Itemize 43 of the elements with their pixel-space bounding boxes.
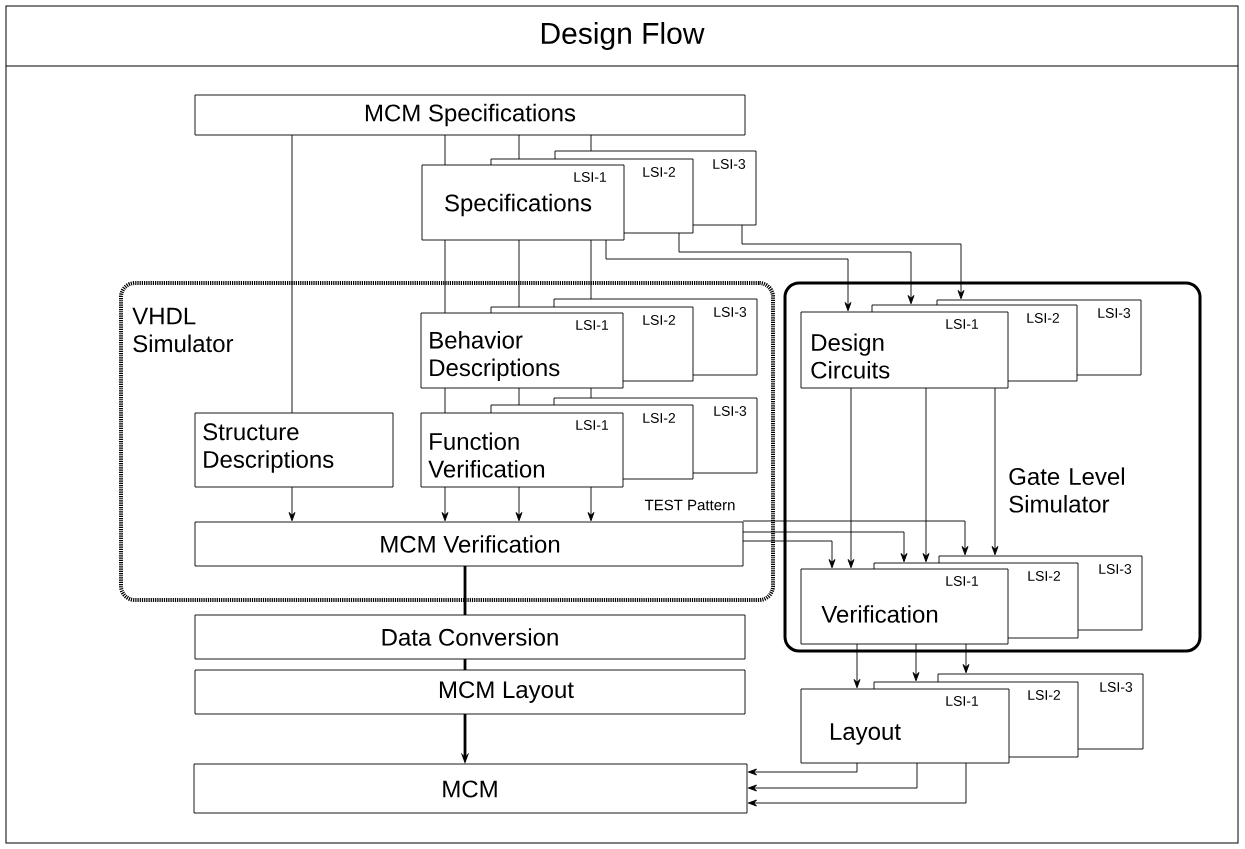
process-box: MCM Verification <box>194 521 744 567</box>
arrow <box>678 232 915 305</box>
arrow <box>847 387 855 569</box>
node-label: LSI-2 <box>1028 571 1061 581</box>
title: Design Flow <box>541 22 705 50</box>
edge-label: TEST Pattern <box>643 498 737 512</box>
arrow <box>515 486 523 522</box>
node-label: Behavior Descriptions <box>430 331 560 381</box>
process-box: MCM Specifications <box>194 94 746 136</box>
arrow <box>741 224 965 300</box>
process-box: Structure Descriptions <box>194 412 394 488</box>
node-label: LSI-2 <box>1028 690 1061 700</box>
arrow <box>742 540 836 569</box>
stacked-box: LSI-3 LSI-2 LSI-1 Function Verification <box>420 397 758 488</box>
arrow <box>747 762 967 807</box>
arrow <box>441 486 449 522</box>
node-label: LSI-2 <box>643 167 676 177</box>
arrow <box>922 387 930 563</box>
node-label: LSI-3 <box>1100 682 1133 692</box>
arrow <box>747 762 858 776</box>
arrow <box>747 762 918 792</box>
arrow <box>288 486 296 522</box>
node-label: LSI-2 <box>1027 313 1060 323</box>
node-label: LSI-3 <box>1099 564 1132 574</box>
stacked-box: LSI-3 LSI-2 LSI-1 Behavior Descriptions <box>420 298 758 389</box>
stacked-box: LSI-3 LSI-2 LSI-1 Design Circuits <box>800 299 1142 389</box>
arrow <box>912 643 920 682</box>
process-box: Data Conversion <box>194 614 746 660</box>
arrow <box>742 531 908 563</box>
arrow <box>991 387 999 556</box>
stacked-box: LSI-3 LSI-2 LSI-1 Layout <box>800 673 1144 764</box>
process-box: MCM <box>193 763 748 814</box>
node-label: LSI-3 <box>713 159 746 169</box>
arrow <box>587 486 595 522</box>
stacked-box: LSI-3 LSI-2 LSI-1 Verification <box>800 555 1143 645</box>
stacked-box: LSI-3 LSI-2 LSI-1 Specifications <box>421 150 757 241</box>
node-label: Function Verification <box>428 432 545 478</box>
process-box: MCM Layout <box>194 669 746 715</box>
node-label: LSI-3 <box>1098 308 1131 318</box>
arrow <box>853 643 861 689</box>
arrow <box>605 239 852 312</box>
arrow <box>962 643 970 674</box>
arrow <box>742 520 969 556</box>
